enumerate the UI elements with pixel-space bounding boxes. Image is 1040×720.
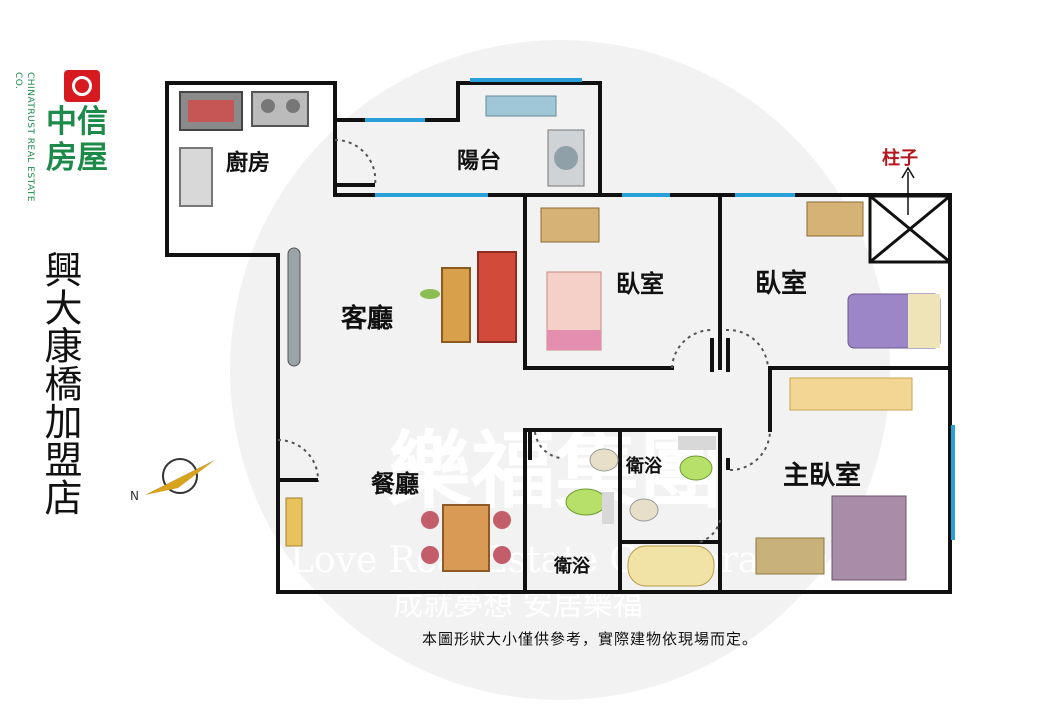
tv-cabinet bbox=[287, 247, 301, 367]
label-balcony: 陽台 bbox=[457, 148, 501, 174]
kitchen-appliances bbox=[179, 91, 309, 207]
master-furniture bbox=[755, 377, 913, 581]
brand-logo-block: CHINATRUST REAL ESTATE CO. 中信房屋 bbox=[13, 70, 122, 220]
windows bbox=[365, 78, 955, 540]
sofa-set bbox=[420, 251, 517, 343]
bedroom1-furniture bbox=[540, 207, 602, 351]
bathroom-fixtures bbox=[565, 436, 716, 587]
label-pillar: 柱子 bbox=[882, 147, 918, 169]
label-kitchen: 廚房 bbox=[226, 150, 270, 176]
watermark-title: 樂福集團 bbox=[387, 421, 723, 520]
brand-name-zh: 中信房屋 bbox=[46, 104, 108, 176]
store-name: 興大康橋加盟店 bbox=[38, 250, 82, 516]
dining-set bbox=[285, 497, 511, 572]
label-living-room: 客廳 bbox=[341, 303, 393, 334]
label-bedroom-1: 臥室 bbox=[616, 270, 664, 298]
disclaimer-note: 本圖形狀大小僅供參考，實際建物依現場而定。 bbox=[421, 630, 758, 648]
brand-name-en: CHINATRUST REAL ESTATE CO. bbox=[13, 72, 35, 203]
pillar bbox=[868, 166, 952, 264]
door-frames bbox=[278, 183, 730, 482]
door-swings bbox=[277, 138, 771, 543]
label-bathroom-1: 衛浴 bbox=[625, 455, 663, 477]
label-bathroom-2: 衛浴 bbox=[553, 555, 591, 577]
label-master-bedroom: 主臥室 bbox=[783, 460, 861, 491]
chinatrust-logo-icon bbox=[64, 70, 100, 102]
watermark-english: Love Real Estate Corporation bbox=[290, 540, 830, 581]
bedroom2-furniture bbox=[806, 201, 941, 349]
compass-icon: N bbox=[130, 458, 215, 503]
walls bbox=[165, 81, 952, 594]
label-dining-room: 餐廳 bbox=[371, 470, 419, 498]
svg-text:N: N bbox=[130, 489, 139, 503]
balcony-appliances bbox=[485, 95, 585, 187]
label-bedroom-2: 臥室 bbox=[755, 268, 807, 299]
